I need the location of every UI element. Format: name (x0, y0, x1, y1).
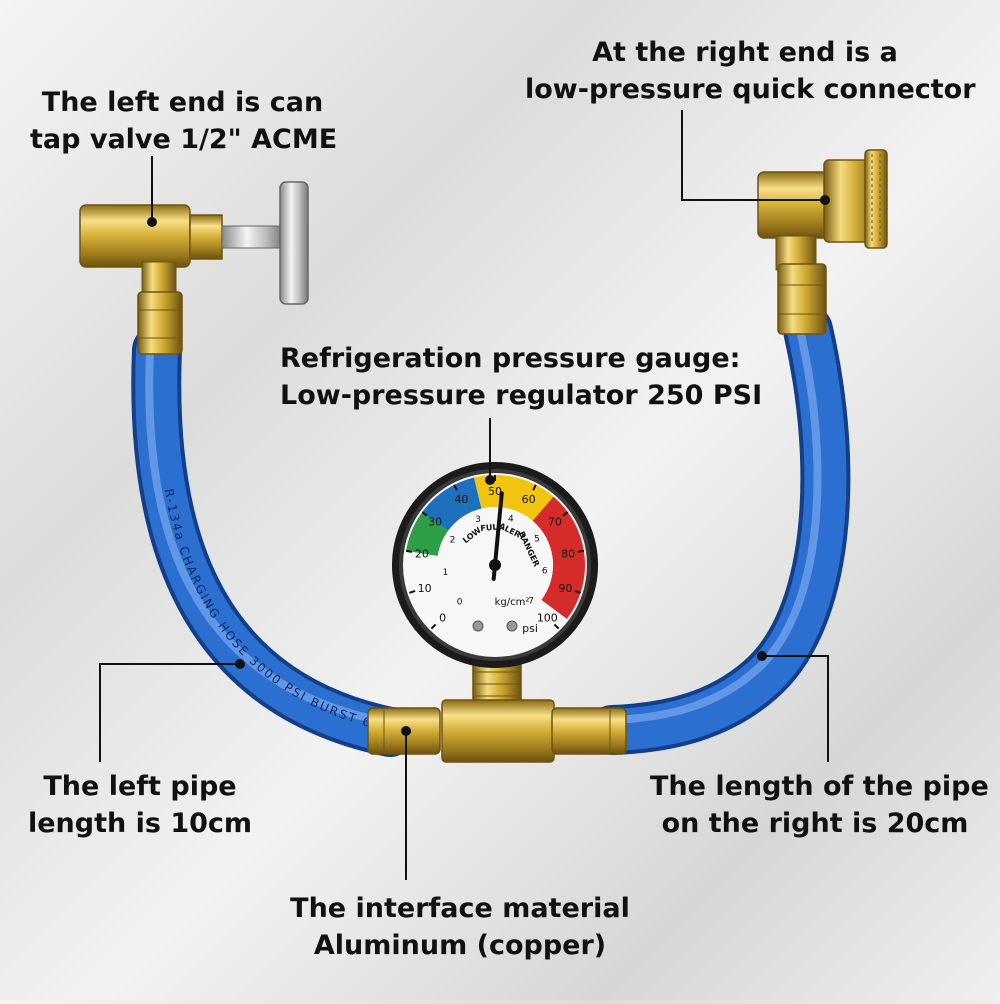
gauge-inner-label: 2 (450, 536, 456, 546)
gauge-outer-label: 0 (439, 611, 446, 624)
gauge-outer-label: 20 (415, 547, 429, 560)
quick-connector (757, 149, 888, 335)
gauge-zone-label: FULL (480, 522, 503, 533)
annotation-right-pipe: The length of the pipe on the right is 2… (650, 768, 989, 842)
gauge-outer-label: 80 (561, 547, 575, 560)
tee-fitting (367, 659, 627, 763)
gauge-zone-green (406, 512, 449, 556)
gauge-zone-blue (422, 477, 482, 531)
annotation-left-end-line1: The left end is can (41, 87, 324, 118)
annotation-right-end-line1: At the right end is a (592, 37, 898, 68)
annotation-left-pipe-line2: length is 10cm (27, 808, 253, 839)
annotation-gauge-line2: Low-pressure regulator 250 PSI (280, 380, 763, 411)
gauge-outer-label: 100 (537, 611, 558, 624)
annotation-interface-line1: The interface material (290, 893, 630, 924)
gauge-outer-label: 50 (488, 485, 502, 498)
gauge-inner-label: 1 (442, 568, 448, 578)
gauge-outer-label: 10 (418, 582, 432, 595)
gauge-zone-red (532, 496, 585, 620)
gauge-outer-label: 40 (454, 493, 468, 506)
gauge-inner-label: 7 (528, 597, 534, 607)
gauge-inner-label: 6 (542, 567, 548, 577)
annotation-gauge: Refrigeration pressure gauge: Low-pressu… (280, 340, 763, 414)
gauge-outer-label: 60 (522, 493, 536, 506)
annotation-right-end-line2: low-pressure quick connector (525, 74, 976, 105)
leader-lines (99, 110, 829, 880)
leader-dot-right-pipe (757, 651, 767, 661)
gauge-zone-yellow (473, 475, 554, 521)
gauge-unit-outer: psi (522, 622, 538, 635)
gauge-ticks (405, 475, 585, 630)
gauge-unit-inner: kg/cm² (495, 597, 530, 608)
gauge-outer-label: 70 (548, 516, 562, 529)
annotation-right-pipe-line1: The length of the pipe (650, 771, 989, 802)
gauge-inner-label: 5 (534, 535, 540, 545)
gauge-outer-label: 90 (558, 582, 572, 595)
gauge-inner-label: 0 (457, 597, 463, 607)
annotation-left-end-line2: tap valve 1/2" ACME (30, 124, 338, 155)
gauge-outer-label: 30 (428, 516, 442, 529)
tee-body (441, 699, 555, 763)
annotation-right-end: At the right end is a low-pressure quick… (525, 34, 976, 108)
annotation-right-pipe-line2: on the right is 20cm (661, 808, 969, 839)
annotation-left-end: The left end is can tap valve 1/2" ACME (30, 84, 338, 158)
gauge-color-zones (406, 475, 585, 620)
can-tap-valve (79, 181, 309, 355)
right-hose (587, 305, 851, 755)
gauge-inner-label: 4 (508, 515, 514, 525)
annotation-left-pipe-line1: The left pipe (43, 771, 237, 802)
annotation-interface: The interface material Aluminum (copper) (290, 890, 630, 964)
gauge-inner-label: 3 (475, 515, 481, 525)
leader-dot-left-pipe (235, 659, 245, 669)
right-ferrule (551, 707, 627, 755)
annotation-gauge-line1: Refrigeration pressure gauge: (280, 343, 741, 374)
annotation-interface-line2: Aluminum (copper) (313, 930, 607, 961)
annotation-left-pipe: The left pipe length is 10cm (20, 768, 260, 842)
